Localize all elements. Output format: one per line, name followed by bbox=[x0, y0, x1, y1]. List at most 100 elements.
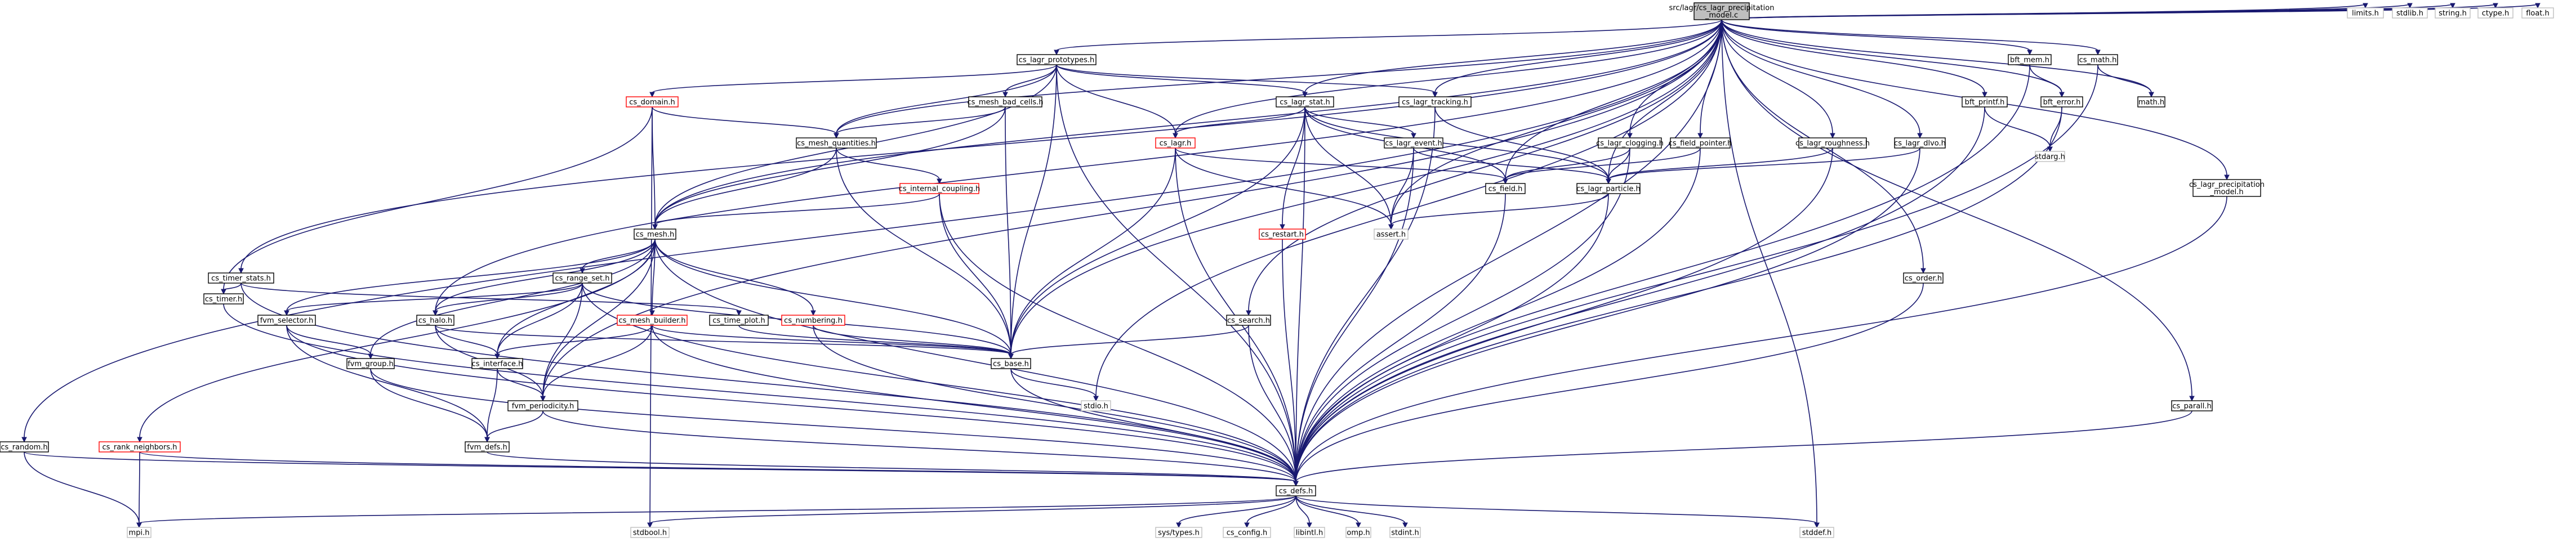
node-omp[interactable]: omp.h bbox=[1345, 527, 1371, 538]
node-bft-error[interactable]: bft_error.h bbox=[2040, 96, 2083, 107]
node-box bbox=[991, 358, 1031, 369]
node-ctype[interactable]: ctype.h bbox=[2477, 7, 2513, 19]
node-cs-field[interactable]: cs_field.h bbox=[1485, 183, 1526, 194]
node-cs-order[interactable]: cs_order.h bbox=[1903, 272, 1944, 284]
edge-cs_defs-to-cs_config bbox=[1246, 495, 1296, 524]
arrowhead-cs_base-to-stdio bbox=[1093, 396, 1099, 402]
node-stdarg[interactable]: stdarg.h bbox=[2035, 151, 2065, 162]
node-mesh-builder[interactable]: cs_mesh_builder.h bbox=[617, 315, 688, 326]
node-box bbox=[2008, 54, 2052, 65]
node-box bbox=[2392, 7, 2428, 19]
node-label: ctype.h bbox=[2482, 10, 2510, 18]
node-lagr-precip-model[interactable]: cs_lagr_precipitation_model.h bbox=[2189, 179, 2265, 197]
node-stdlib[interactable]: stdlib.h bbox=[2392, 7, 2428, 19]
node-rank-neighbors[interactable]: cs_rank_neighbors.h bbox=[99, 441, 181, 453]
node-lagr-roughness[interactable]: cs_lagr_roughness.h bbox=[1795, 137, 1870, 149]
node-string[interactable]: string.h bbox=[2435, 7, 2471, 19]
node-libintl[interactable]: libintl.h bbox=[1294, 527, 1325, 538]
node-lagr-prototypes[interactable]: cs_lagr_prototypes.h bbox=[1017, 54, 1097, 65]
node-root[interactable]: src/lagr/cs_lagr_precipitation_model.c bbox=[1669, 2, 1775, 20]
edge-cs_mesh-to-cs_defs bbox=[654, 239, 1296, 482]
node-lagr-dlvo[interactable]: cs_lagr_dlvo.h bbox=[1894, 137, 1946, 149]
node-label: cs_internal_coupling.h bbox=[899, 185, 980, 194]
node-lagr-particle[interactable]: cs_lagr_particle.h bbox=[1576, 183, 1641, 194]
node-float[interactable]: float.h bbox=[2521, 7, 2554, 19]
edge-root-to-math bbox=[1721, 19, 2152, 93]
node-range-set[interactable]: cs_range_set.h bbox=[552, 272, 612, 284]
node-label: cs_range_set.h bbox=[555, 275, 610, 283]
edge-lagr_stat-to-assert bbox=[1304, 106, 1392, 226]
node-cs-mesh[interactable]: cs_mesh.h bbox=[634, 229, 676, 240]
node-bft-printf[interactable]: bft_printf.h bbox=[1962, 96, 2008, 107]
node-cs-search[interactable]: cs_search.h bbox=[1226, 315, 1271, 326]
edge-cs_numbering-to-cs_base bbox=[813, 325, 1011, 355]
edge-cs_defs-to-mpi bbox=[139, 495, 1296, 524]
arrowhead-cs_defs-to-cs_config bbox=[1244, 522, 1250, 528]
edge-root-to-cs_parall bbox=[1721, 19, 2192, 397]
node-time-plot[interactable]: cs_time_plot.h bbox=[709, 315, 769, 326]
node-lagr-stat[interactable]: cs_lagr_stat.h bbox=[1276, 96, 1334, 107]
node-box bbox=[2521, 7, 2554, 19]
node-label: cs_math.h bbox=[2079, 56, 2117, 65]
node-cs-defs[interactable]: cs_defs.h bbox=[1276, 485, 1316, 496]
node-internal-coupling[interactable]: cs_internal_coupling.h bbox=[899, 183, 980, 194]
edge-root-to-cs_lagr bbox=[1175, 19, 1722, 135]
node-stdbool[interactable]: stdbool.h bbox=[630, 527, 670, 538]
node-cs-base[interactable]: cs_base.h bbox=[991, 358, 1031, 369]
node-field-pointer[interactable]: cs_field_pointer.h bbox=[1669, 137, 1732, 149]
edge-timer_stats-to-time_plot bbox=[240, 283, 739, 312]
node-math[interactable]: math.h bbox=[2137, 96, 2165, 107]
arrowhead-root-to-bft_printf bbox=[1982, 92, 1987, 98]
node-cs-math[interactable]: cs_math.h bbox=[2078, 54, 2118, 65]
node-cs-domain[interactable]: cs_domain.h bbox=[626, 96, 679, 107]
edge-lagr_clogging-to-lagr_particle bbox=[1608, 147, 1630, 180]
node-mesh-bad-cells[interactable]: cs_mesh_bad_cells.h bbox=[967, 96, 1044, 107]
node-stdio[interactable]: stdio.h bbox=[1081, 400, 1111, 411]
node-bft-mem[interactable]: bft_mem.h bbox=[2008, 54, 2052, 65]
node-lagr-event[interactable]: cs_lagr_event.h bbox=[1384, 137, 1443, 149]
edge-root-to-string bbox=[1721, 3, 2453, 20]
arrowhead-fvm_defs-to-cs_defs bbox=[1293, 481, 1299, 487]
node-label: cs_search.h bbox=[1227, 317, 1270, 325]
node-box bbox=[1374, 229, 1409, 240]
node-cs-halo[interactable]: cs_halo.h bbox=[416, 315, 454, 326]
node-limits[interactable]: limits.h bbox=[2347, 7, 2384, 19]
node-label: cs_lagr_prototypes.h bbox=[1019, 56, 1095, 65]
edge-lagr_prototypes-to-lagr_tracking bbox=[1056, 64, 1436, 93]
node-cs-lagr[interactable]: cs_lagr.h bbox=[1155, 137, 1196, 149]
node-box bbox=[2477, 7, 2513, 19]
edge-time_plot-to-cs_base bbox=[738, 325, 1011, 355]
node-cs-config[interactable]: cs_config.h bbox=[1223, 527, 1271, 538]
edge-mesh_builder-to-cs_base bbox=[652, 325, 1011, 355]
node-fvm-group[interactable]: fvm_group.h bbox=[346, 358, 395, 369]
node-label: math.h bbox=[2138, 98, 2164, 107]
node-stddef[interactable]: stddef.h bbox=[1799, 527, 1834, 538]
edge-lagr_event-to-lagr_particle bbox=[1413, 147, 1609, 180]
node-label: stdarg.h bbox=[2035, 153, 2065, 162]
node-box bbox=[2137, 96, 2165, 107]
node-assert[interactable]: assert.h bbox=[1374, 229, 1409, 240]
node-cs-random[interactable]: cs_random.h bbox=[0, 441, 49, 453]
node-mpi[interactable]: mpi.h bbox=[127, 527, 151, 538]
node-lagr-tracking[interactable]: cs_lagr_tracking.h bbox=[1398, 96, 1472, 107]
edge-fvm_defs-to-cs_defs bbox=[487, 451, 1296, 482]
arrowhead-bft_mem-to-bft_error bbox=[2059, 92, 2065, 98]
node-fvm-selector[interactable]: fvm_selector.h bbox=[257, 315, 316, 326]
node-cs-restart[interactable]: cs_restart.h bbox=[1259, 229, 1306, 240]
edge-root-to-lagr_roughness bbox=[1721, 19, 1833, 135]
node-fvm-periodicity[interactable]: fvm_periodicity.h bbox=[507, 400, 578, 411]
node-mesh-quantities[interactable]: cs_mesh_quantities.h bbox=[796, 137, 877, 149]
node-sys-types[interactable]: sys/types.h bbox=[1155, 527, 1202, 538]
node-cs-numbering[interactable]: cs_numbering.h bbox=[781, 315, 845, 326]
node-lagr-clogging[interactable]: cs_lagr_clogging.h bbox=[1596, 137, 1664, 149]
node-fvm-defs[interactable]: fvm_defs.h bbox=[465, 441, 510, 453]
node-cs-timer[interactable]: cs_timer.h bbox=[203, 293, 244, 304]
edge-cs_interface-to-fvm_defs bbox=[487, 368, 498, 438]
node-label: fvm_periodicity.h bbox=[512, 402, 574, 411]
node-box bbox=[346, 358, 395, 369]
node-cs-parall[interactable]: cs_parall.h bbox=[2171, 400, 2213, 411]
arrowhead-root-to-string bbox=[2450, 3, 2455, 9]
node-timer-stats[interactable]: cs_timer_stats.h bbox=[208, 272, 274, 284]
node-cs-interface[interactable]: cs_interface.h bbox=[471, 358, 523, 369]
node-stdint[interactable]: stdint.h bbox=[1389, 527, 1421, 538]
